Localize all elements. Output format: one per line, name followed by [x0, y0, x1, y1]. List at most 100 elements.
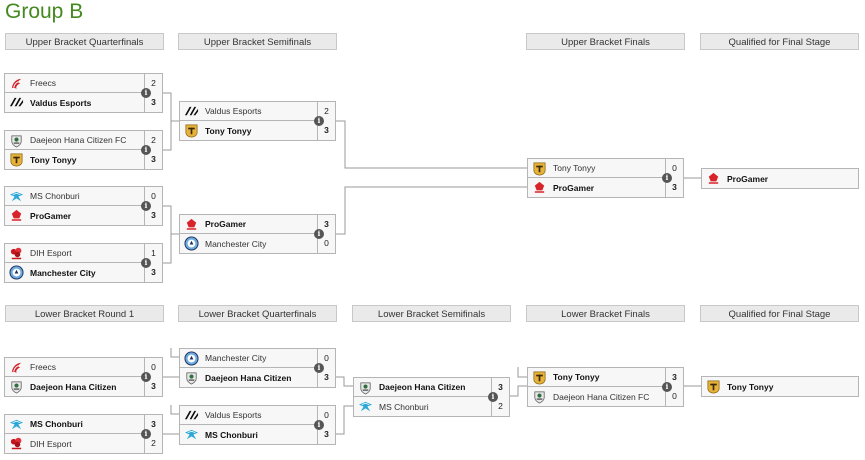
opponent-row: Tony Tonyy 3 [528, 367, 683, 387]
qualified-upper[interactable]: ProGamer [701, 168, 859, 189]
team-logo [180, 102, 202, 121]
opponent-row: Freecs 0 [5, 357, 162, 377]
progamer-logo-icon [186, 218, 196, 230]
opponent-row: Tony Tonyy 3 [5, 150, 162, 169]
info-icon[interactable]: i [314, 363, 324, 373]
team-score: 0 [317, 348, 335, 368]
team-logo [180, 368, 202, 387]
team-logo [180, 406, 202, 425]
chonburi-logo-icon [9, 191, 23, 201]
opponent-row: Manchester City 0 [180, 348, 335, 368]
dih-logo-icon [10, 437, 21, 450]
info-icon[interactable]: i [141, 88, 151, 98]
team-logo [180, 121, 202, 140]
match-ubqf3[interactable]: MS Chonburi 0 ProGamer 3 i [4, 186, 163, 226]
team-score: 0 [317, 234, 335, 253]
team-name: MS Chonburi [30, 419, 83, 429]
opponent-row: ProGamer 3 [180, 214, 335, 234]
team-score: 3 [144, 150, 162, 169]
team-name: ProGamer [30, 210, 72, 221]
header-upper-quarterfinals: Upper Bracket Quarterfinals [5, 33, 164, 50]
header-upper-qualified: Qualified for Final Stage [700, 33, 859, 50]
progamer-logo-icon [11, 209, 21, 221]
match-ubsf2[interactable]: ProGamer 3 Manchester City 0 i [179, 214, 336, 254]
team-name: MS Chonburi [379, 401, 429, 412]
team-logo [354, 378, 376, 397]
team-score: 3 [144, 377, 162, 396]
opponent-row: Manchester City 3 [5, 263, 162, 282]
team-score: 3 [144, 263, 162, 282]
info-icon[interactable]: i [662, 382, 672, 392]
opponent-row: Freecs 2 [5, 73, 162, 93]
opponent-row: ProGamer 3 [5, 206, 162, 225]
info-icon[interactable]: i [141, 145, 151, 155]
team-score: 0 [144, 357, 162, 377]
team-name: Freecs [30, 362, 56, 372]
team-score: 2 [317, 101, 335, 121]
chonburi-logo-icon [184, 429, 198, 440]
info-icon[interactable]: i [488, 392, 498, 402]
team-name: ProGamer [553, 182, 595, 193]
opponent-row: Daejeon Hana Citizen 3 [5, 377, 162, 396]
team-name: Tony Tonyy [553, 163, 596, 173]
valdus-logo-icon [9, 97, 23, 107]
match-ubqf2[interactable]: Daejeon Hana Citizen FC 2 Tony Tonyy 3 i [4, 130, 163, 170]
match-lbf[interactable]: Tony Tonyy 3 Daejeon Hana Citizen FC 0 i [527, 367, 684, 407]
info-icon[interactable]: i [662, 173, 672, 183]
team-name: Tony Tonyy [727, 381, 774, 392]
header-lower-qualified: Qualified for Final Stage [700, 305, 859, 322]
tony-logo-icon [533, 162, 545, 175]
info-icon[interactable]: i [314, 229, 324, 239]
opponent-row: MS Chonburi 3 [5, 414, 162, 434]
match-lbr1a[interactable]: Freecs 0 Daejeon Hana Citizen 3 i [4, 357, 163, 397]
info-icon[interactable]: i [141, 372, 151, 382]
team-name: Daejeon Hana Citizen [30, 381, 117, 392]
team-score: 3 [317, 368, 335, 387]
team-logo [5, 187, 27, 206]
match-lbqf1[interactable]: Manchester City 0 Daejeon Hana Citizen 3… [179, 348, 336, 388]
team-logo [528, 159, 550, 178]
team-logo [5, 434, 27, 453]
match-ubqf1[interactable]: Freecs 2 Valdus Esports 3 i [4, 73, 163, 113]
team-name: Daejeon Hana Citizen FC [30, 135, 127, 145]
valdus-logo-icon [184, 106, 198, 115]
team-score: 0 [144, 186, 162, 206]
team-score: 1 [144, 243, 162, 263]
team-score: 2 [144, 434, 162, 453]
team-logo [354, 397, 376, 416]
match-ubsf1[interactable]: Valdus Esports 2 Tony Tonyy 3 i [179, 101, 336, 141]
team-logo [5, 93, 27, 112]
progamer-logo-icon [534, 181, 544, 193]
opponent-row: MS Chonburi 0 [5, 186, 162, 206]
team-name: DIH Esport [30, 438, 72, 449]
team-logo [702, 169, 724, 188]
match-lbqf2[interactable]: Valdus Esports 0 MS Chonburi 3 i [179, 405, 336, 445]
mancity-logo-icon [8, 265, 24, 280]
info-icon[interactable]: i [314, 420, 324, 430]
daejeon-logo-icon [185, 372, 197, 385]
progamer-logo-icon [708, 172, 718, 184]
team-name: Valdus Esports [205, 106, 262, 116]
tony-logo-icon [10, 153, 22, 167]
info-icon[interactable]: i [141, 258, 151, 268]
info-icon[interactable]: i [314, 116, 324, 126]
team-score: 3 [665, 367, 683, 387]
team-logo [5, 74, 27, 93]
match-lbsf[interactable]: Daejeon Hana Citizen 3 MS Chonburi 2 i [353, 377, 510, 417]
match-ubf[interactable]: Tony Tonyy 0 ProGamer 3 i [527, 158, 684, 198]
daejeon-logo-icon [10, 381, 22, 394]
info-icon[interactable]: i [141, 429, 151, 439]
team-name: Valdus Esports [205, 410, 262, 420]
qualified-lower[interactable]: Tony Tonyy [701, 376, 859, 397]
opponent-row: Daejeon Hana Citizen 3 [354, 377, 509, 397]
daejeon-logo-icon [533, 391, 545, 404]
team-name: Tony Tonyy [205, 125, 252, 136]
team-name: Daejeon Hana Citizen [205, 372, 292, 383]
match-lbr1b[interactable]: MS Chonburi 3 DIH Esport 2 i [4, 414, 163, 454]
info-icon[interactable]: i [141, 201, 151, 211]
match-ubqf4[interactable]: DIH Esport 1 Manchester City 3 i [4, 243, 163, 283]
team-score: 0 [665, 158, 683, 178]
team-logo [180, 215, 202, 234]
team-logo [5, 131, 27, 150]
freecs-logo-icon [11, 362, 21, 373]
